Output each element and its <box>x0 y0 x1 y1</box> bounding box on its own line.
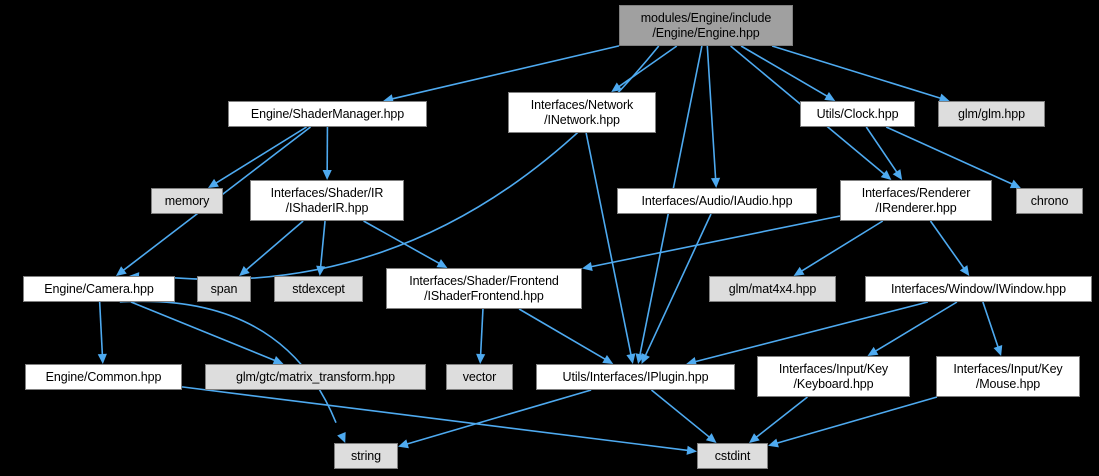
edge-engine-to-iaudio <box>706 45 721 188</box>
node-glmglm[interactable]: glm/glm.hpp <box>938 101 1045 127</box>
arrowhead <box>398 439 409 449</box>
arrowhead <box>938 93 950 103</box>
edge-camera-to-common <box>97 301 107 364</box>
edge-irenderer-to-iwindow <box>929 220 970 276</box>
arrowhead <box>602 354 614 364</box>
edge-imouse-to-cstdint <box>768 396 938 448</box>
edge-ishaderfrontend-to-vector <box>476 308 486 364</box>
node-common[interactable]: Engine/Common.hpp <box>25 364 182 390</box>
edge-clock-to-irenderer <box>865 126 903 180</box>
node-camera[interactable]: Engine/Camera.hpp <box>23 276 175 302</box>
arrowhead <box>710 177 721 188</box>
arrowhead <box>272 355 284 365</box>
arrowhead <box>641 352 650 364</box>
edge-ishaderir-to-stdexcept <box>316 220 326 276</box>
node-cstdint[interactable]: cstdint <box>697 443 768 469</box>
edge-engine-to-shadermanager <box>383 45 620 104</box>
edge-inetwork-to-iplugin <box>585 132 636 364</box>
edge-shadermanager-to-ishaderir <box>322 126 332 180</box>
edge-irenderer-to-glmmat4x4 <box>793 220 884 276</box>
edge-engine-to-clock <box>740 45 836 101</box>
arrowhead <box>686 357 697 366</box>
node-shadermanager[interactable]: Engine/ShaderManager.hpp <box>228 101 427 127</box>
node-glmmat4x4[interactable]: glm/mat4x4.hpp <box>709 276 836 302</box>
node-ishaderir[interactable]: Interfaces/Shader/IR /IShaderIR.hpp <box>250 180 404 221</box>
arrowhead <box>436 259 448 268</box>
node-span[interactable]: span <box>197 276 251 302</box>
edge-engine-to-glmglm <box>771 45 950 103</box>
arrowhead <box>239 265 250 276</box>
node-inetwork[interactable]: Interfaces/Network /INetwork.hpp <box>508 92 656 133</box>
edge-common-to-cstdint <box>181 386 697 455</box>
edge-engine-to-inetwork <box>611 45 678 92</box>
node-ikeyboard[interactable]: Interfaces/Input/Key /Keyboard.hpp <box>757 356 910 397</box>
edge-camera-to-matrixtransform <box>130 301 284 365</box>
arrowhead <box>768 438 779 448</box>
arrowhead <box>207 178 219 188</box>
edge-iaudio-to-iplugin <box>641 213 712 364</box>
arrowhead <box>383 94 394 104</box>
arrowhead <box>476 353 486 364</box>
arrowhead <box>582 262 593 272</box>
edge-iplugin-to-cstdint <box>650 389 717 443</box>
arrowhead <box>686 445 697 455</box>
arrowhead <box>337 432 346 443</box>
node-irenderer[interactable]: Interfaces/Renderer /IRenderer.hpp <box>840 180 992 221</box>
edge-ikeyboard-to-cstdint <box>749 396 808 443</box>
node-memory[interactable]: memory <box>151 188 223 214</box>
arrowhead <box>322 169 332 180</box>
arrowhead <box>611 82 623 92</box>
node-matrixtransform[interactable]: glm/gtc/matrix_transform.hpp <box>205 364 426 390</box>
node-string[interactable]: string <box>334 443 398 469</box>
arrowhead <box>97 353 107 364</box>
arrowhead <box>749 433 760 443</box>
arrowhead <box>705 433 717 443</box>
node-iaudio[interactable]: Interfaces/Audio/IAudio.hpp <box>617 188 817 214</box>
node-vector[interactable]: vector <box>446 364 513 390</box>
arrowhead <box>892 169 903 180</box>
edge-iwindow-to-imouse <box>982 301 1003 356</box>
arrowhead <box>1009 179 1021 189</box>
edge-clock-to-chrono <box>885 126 1021 189</box>
edge-ishaderir-to-span <box>239 220 304 276</box>
arrowhead <box>880 170 892 180</box>
node-imouse[interactable]: Interfaces/Input/Key /Mouse.hpp <box>936 356 1080 397</box>
edge-engine-to-camera <box>128 45 660 282</box>
edge-ishaderir-to-ishaderfrontend <box>363 220 448 268</box>
node-clock[interactable]: Utils/Clock.hpp <box>800 101 915 127</box>
edge-iwindow-to-iplugin <box>686 301 929 366</box>
node-ishaderfrontend[interactable]: Interfaces/Shader/Frontend /IShaderFront… <box>386 268 582 309</box>
edge-shadermanager-to-memory <box>207 126 307 188</box>
arrowhead <box>626 353 636 364</box>
arrowhead <box>959 265 970 276</box>
arrowhead <box>115 266 127 276</box>
arrowhead <box>824 91 836 101</box>
arrowhead <box>867 346 879 356</box>
arrowhead <box>793 266 805 276</box>
node-iwindow[interactable]: Interfaces/Window/IWindow.hpp <box>865 276 1092 302</box>
edge-ishaderfrontend-to-iplugin <box>518 308 614 364</box>
node-engine[interactable]: modules/Engine/include /Engine/Engine.hp… <box>619 5 793 46</box>
edge-iwindow-to-ikeyboard <box>867 301 958 356</box>
edge-irenderer-to-ishaderfrontend <box>582 215 841 272</box>
arrowhead <box>316 265 326 276</box>
node-stdexcept[interactable]: stdexcept <box>274 276 363 302</box>
node-chrono[interactable]: chrono <box>1016 188 1083 214</box>
arrowhead <box>993 345 1003 356</box>
node-iplugin[interactable]: Utils/Interfaces/IPlugin.hpp <box>536 364 735 390</box>
edge-iplugin-to-string <box>398 389 592 449</box>
